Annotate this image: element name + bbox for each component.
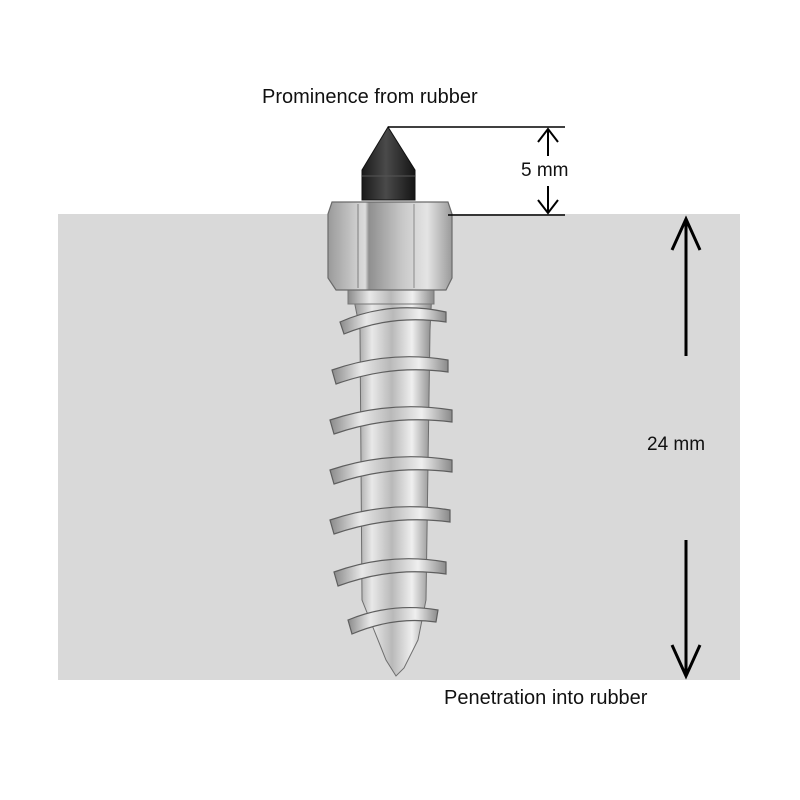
- hex-head: [327, 201, 453, 291]
- prominence-label: Prominence from rubber: [262, 86, 478, 108]
- penetration-label: Penetration into rubber: [444, 687, 648, 709]
- penetration-arrowhead-up: [670, 215, 702, 251]
- carbide-tip: [361, 126, 416, 201]
- prominence-arrowhead-up: [537, 127, 559, 143]
- penetration-arrowhead-down: [670, 644, 702, 680]
- screw-core: [351, 289, 433, 677]
- stud-illustration: [327, 126, 453, 677]
- screw-threads: [329, 307, 453, 635]
- prominence-arrowhead-down: [537, 199, 559, 215]
- prominence-value-label: 5 mm: [521, 160, 569, 181]
- penetration-value-label: 24 mm: [647, 434, 706, 455]
